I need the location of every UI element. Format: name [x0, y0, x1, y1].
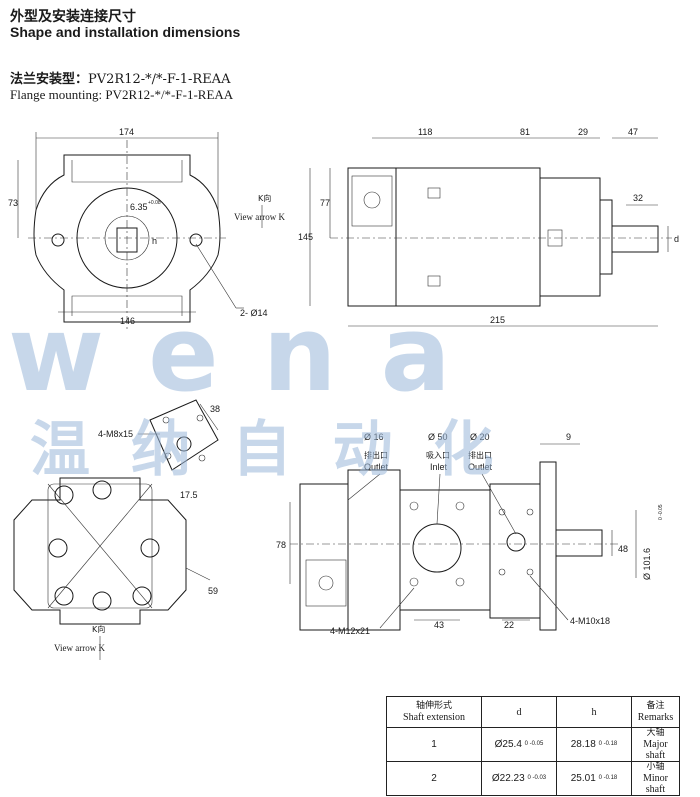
dim-77: 77: [320, 198, 330, 208]
section-title-cn: 外型及安装连接尺寸: [10, 9, 136, 25]
dim-101-tol: 0 -0.05: [658, 504, 664, 520]
outlet1-cn: 排出口: [364, 450, 388, 460]
view-k-en: View arrow K: [234, 212, 285, 222]
outlet2-en: Outlet: [468, 462, 493, 472]
inlet-en: Inlet: [430, 462, 448, 472]
dim-o50: Ø 50: [428, 432, 448, 442]
section-title-en: Shape and installation dimensions: [10, 24, 241, 40]
side-view: 118 81 29 47 32 77 145 215 d: [298, 127, 679, 327]
th-h: h: [556, 696, 632, 728]
inlet-cn: 吸入口: [426, 451, 450, 460]
dim-38: 38: [210, 404, 220, 414]
dim-78: 78: [276, 540, 286, 550]
dim-146: 146: [120, 316, 135, 326]
top-view: Ø 16 排出口 Outlet Ø 50 吸入口 Inlet Ø 20 排出口 …: [276, 432, 664, 636]
dim-32: 32: [633, 193, 643, 203]
dim-59: 59: [208, 586, 218, 596]
dim-o16: Ø 16: [364, 432, 384, 442]
dim-m12: 4-M12x21: [330, 626, 370, 636]
dim-48: 48: [618, 544, 628, 554]
dim-17-5: 17.5: [180, 490, 198, 500]
dim-118: 118: [418, 127, 432, 137]
outlet1-en: Outlet: [364, 462, 389, 472]
view-k2-en: View arrow K: [54, 643, 105, 653]
dim-81: 81: [520, 127, 530, 137]
dim-6-35: 6.35: [130, 202, 148, 212]
dim-145: 145: [298, 232, 313, 242]
dim-101: Ø 101.6: [642, 548, 652, 580]
dim-o20: Ø 20: [470, 432, 490, 442]
dim-73: 73: [8, 198, 18, 208]
spec-table: 轴伸形式 Shaft extension d h 备注 Remarks 1 Ø2…: [386, 696, 680, 796]
flange-type-cn: 法兰安装型：: [10, 72, 89, 87]
dim-47: 47: [628, 127, 638, 137]
dim-43: 43: [434, 620, 444, 630]
k-view: 38 4-M8x15 17.5 59 K向 View arrow K: [13, 399, 220, 660]
dim-22: 22: [504, 620, 514, 630]
view-k2-cn: K向: [92, 624, 105, 634]
dim-29: 29: [578, 127, 588, 137]
table-header-row: 轴伸形式 Shaft extension d h 备注 Remarks: [386, 696, 680, 728]
watermark-brand: wena: [8, 293, 495, 415]
th-remarks: 备注 Remarks: [631, 696, 680, 728]
dim-holes: 2- Ø14: [240, 308, 268, 318]
dim-174: 174: [119, 127, 134, 137]
dim-m8: 4-M8x15: [98, 429, 133, 439]
dim-9: 9: [566, 432, 571, 442]
flange-label-cn: 法兰安装型：PV2R12-*/*-F-1-REAA: [10, 68, 230, 87]
view-k-cn: K向: [258, 193, 271, 203]
dim-215: 215: [490, 315, 505, 325]
watermark-cn: 温 纳 自 动 化: [30, 415, 504, 485]
table-row: 2 Ø22.23 0 -0.03 25.01 0 -0.18 小轴 Minor …: [386, 761, 680, 796]
front-view: 174 73 146 6.35 +0.08 h 2- Ø14 K向 View a…: [8, 127, 285, 330]
flange-label-en: Flange mounting: PV2R12-*/*-F-1-REAA: [10, 87, 234, 102]
outlet2-cn: 排出口: [468, 450, 492, 460]
th-shaft: 轴伸形式 Shaft extension: [386, 696, 482, 728]
watermark: wena 温 纳 自 动 化: [8, 293, 504, 485]
dim-h: h: [152, 236, 157, 246]
dim-m10: 4-M10x18: [570, 616, 610, 626]
table-row: 1 Ø25.4 0 -0.05 28.18 0 -0.18 大轴 Major s…: [386, 727, 680, 762]
flange-model: PV2R12-*/*-F-1-REAA: [88, 72, 231, 87]
dim-d: d: [674, 234, 679, 244]
th-d: d: [481, 696, 557, 728]
dim-6-35-tol: +0.08: [148, 200, 161, 206]
